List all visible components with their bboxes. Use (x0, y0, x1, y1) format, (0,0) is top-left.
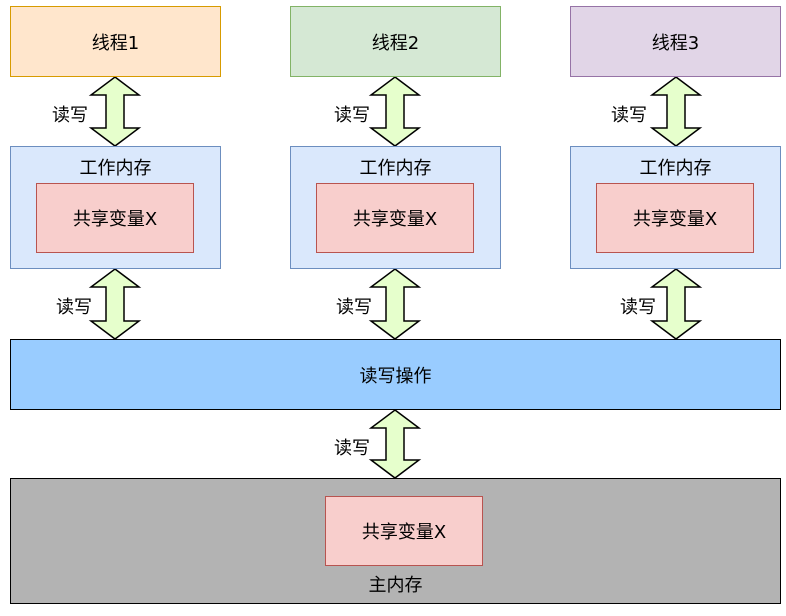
thread-3-label: 线程3 (651, 32, 700, 54)
double-arrow-main (368, 409, 422, 479)
working-memory-2-shared-var: 共享变量X (316, 183, 474, 253)
working-memory-3: 工作内存 共享变量X (570, 146, 781, 269)
thread-2-label: 线程2 (371, 32, 420, 54)
arrow-label-thread2: 读写 (334, 105, 370, 126)
working-memory-1-shared-var: 共享变量X (36, 183, 194, 253)
arrow-label-wm2: 读写 (336, 297, 372, 318)
main-memory: 共享变量X 主内存 (10, 478, 781, 604)
working-memory-3-title: 工作内存 (639, 158, 712, 179)
working-memory-2-title: 工作内存 (359, 158, 432, 179)
arrow-label-wm1: 读写 (56, 297, 92, 318)
thread-1-label: 线程1 (91, 32, 140, 54)
main-memory-shared-var: 共享变量X (325, 496, 483, 566)
working-memory-1: 工作内存 共享变量X (10, 146, 221, 269)
double-arrow-thread-3 (649, 76, 703, 147)
working-memory-3-shared-var: 共享变量X (596, 183, 754, 253)
double-arrow-wm-1 (88, 268, 142, 340)
thread-2-box: 线程2 (290, 6, 501, 77)
ops-label: 读写操作 (359, 365, 432, 387)
arrow-label-wm3: 读写 (620, 297, 656, 318)
thread-1-box: 线程1 (10, 6, 221, 77)
thread-3-box: 线程3 (570, 6, 781, 77)
arrow-label-thread3: 读写 (611, 105, 647, 126)
double-arrow-thread-2 (368, 76, 422, 147)
shared-var-label: 共享变量X (72, 209, 158, 230)
read-write-ops-bar: 读写操作 (10, 339, 781, 410)
arrow-label-main: 读写 (334, 438, 370, 459)
working-memory-2: 工作内存 共享变量X (290, 146, 501, 269)
double-arrow-wm-2 (368, 268, 422, 340)
main-memory-title: 主内存 (368, 575, 423, 596)
double-arrow-wm-3 (649, 268, 703, 340)
shared-var-label: 共享变量X (361, 522, 447, 543)
arrow-label-thread1: 读写 (52, 105, 88, 126)
working-memory-1-title: 工作内存 (79, 158, 152, 179)
double-arrow-thread-1 (88, 76, 142, 147)
shared-var-label: 共享变量X (632, 209, 718, 230)
shared-var-label: 共享变量X (352, 209, 438, 230)
